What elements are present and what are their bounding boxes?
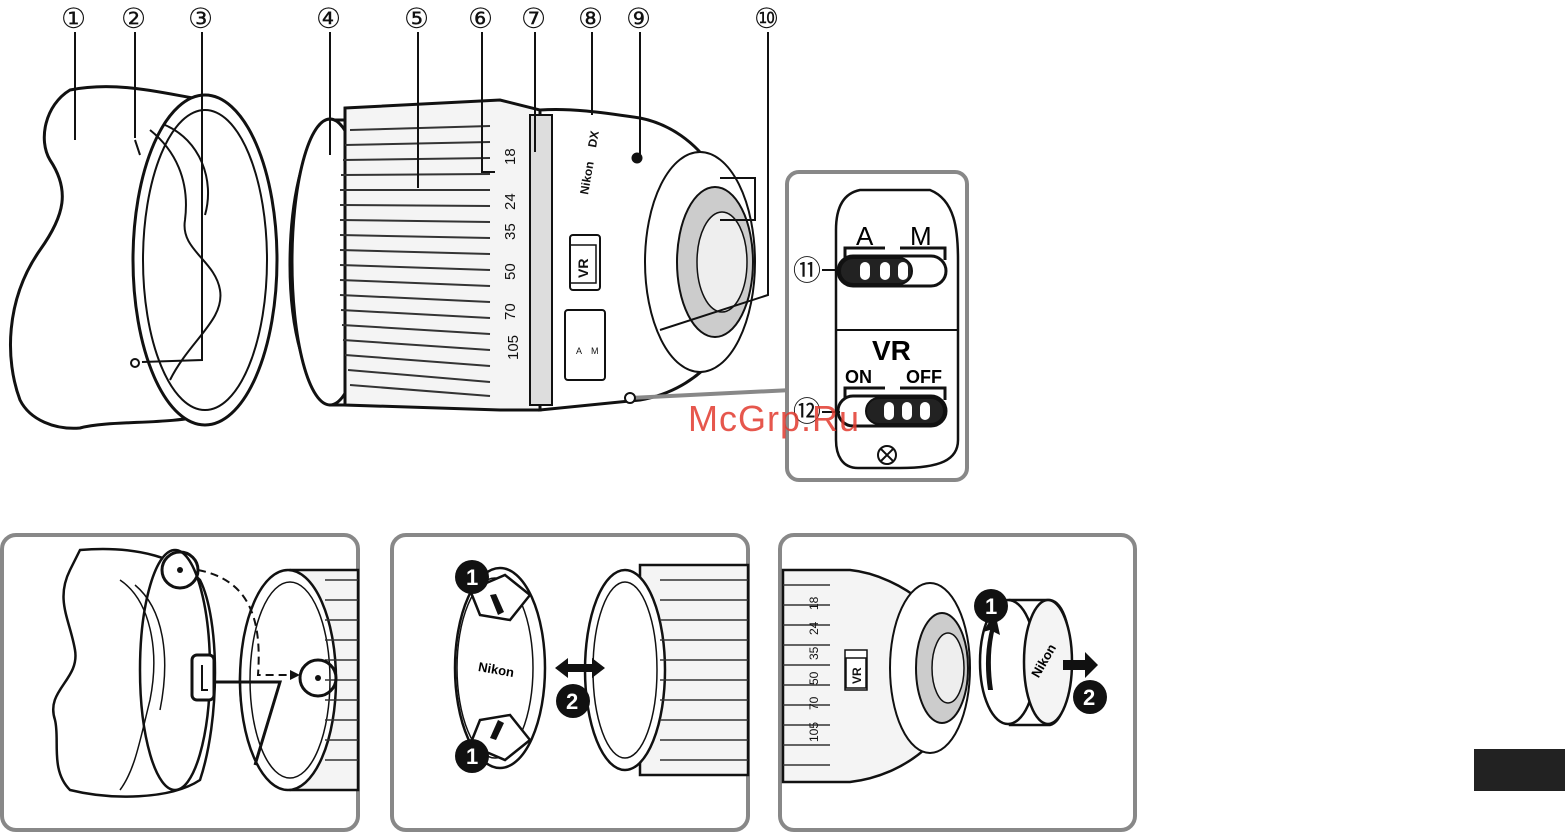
p3-focal-50: 50	[807, 671, 821, 685]
callout-2: ②	[121, 5, 146, 33]
lens-vr-badge: VR	[575, 259, 591, 278]
p3-focal-105: 105	[807, 722, 821, 742]
callout-6: ⑥	[468, 5, 493, 33]
focal-50: 50	[502, 263, 519, 280]
p3-focal-24: 24	[807, 621, 821, 635]
vr-title: VR	[872, 335, 911, 366]
vr-on-label: ON	[845, 367, 872, 387]
main-lens	[290, 100, 540, 410]
lens-switch-m: M	[591, 346, 599, 356]
watermark: McGrp.Ru	[688, 398, 860, 440]
step-1-panel3: 1	[985, 594, 997, 619]
lens-format: DX	[585, 130, 602, 149]
step-1-bottom: 1	[466, 744, 478, 769]
focal-35: 35	[502, 223, 519, 240]
step-1-top: 1	[466, 565, 478, 590]
lens-switch-a: A	[576, 346, 582, 356]
callout-11: ⑪	[793, 257, 821, 285]
focal-105: 105	[505, 335, 522, 360]
callout-10: ⑩	[754, 5, 779, 33]
lens-hood	[10, 87, 277, 429]
callout-4: ④	[316, 5, 341, 33]
step-2-panel3: 2	[1083, 685, 1095, 710]
callout-7: ⑦	[521, 5, 546, 33]
callout-8: ⑧	[578, 5, 603, 33]
callout-3: ③	[188, 5, 213, 33]
page-tab-marker	[1474, 749, 1565, 791]
p3-focal-18: 18	[807, 596, 821, 610]
focal-18: 18	[502, 148, 519, 165]
p3-vr-badge: VR	[850, 667, 864, 684]
p3-focal-35: 35	[807, 646, 821, 660]
focal-24: 24	[502, 193, 519, 210]
panel2-lens-front	[585, 565, 748, 775]
focal-70: 70	[502, 303, 519, 320]
callout-1: ①	[61, 5, 86, 33]
p3-focal-70: 70	[807, 696, 821, 710]
callout-5: ⑤	[404, 5, 429, 33]
step-2-panel2: 2	[566, 689, 578, 714]
callout-9: ⑨	[626, 5, 651, 33]
lens-rear-body	[530, 109, 755, 410]
vr-off-label: OFF	[906, 367, 942, 387]
